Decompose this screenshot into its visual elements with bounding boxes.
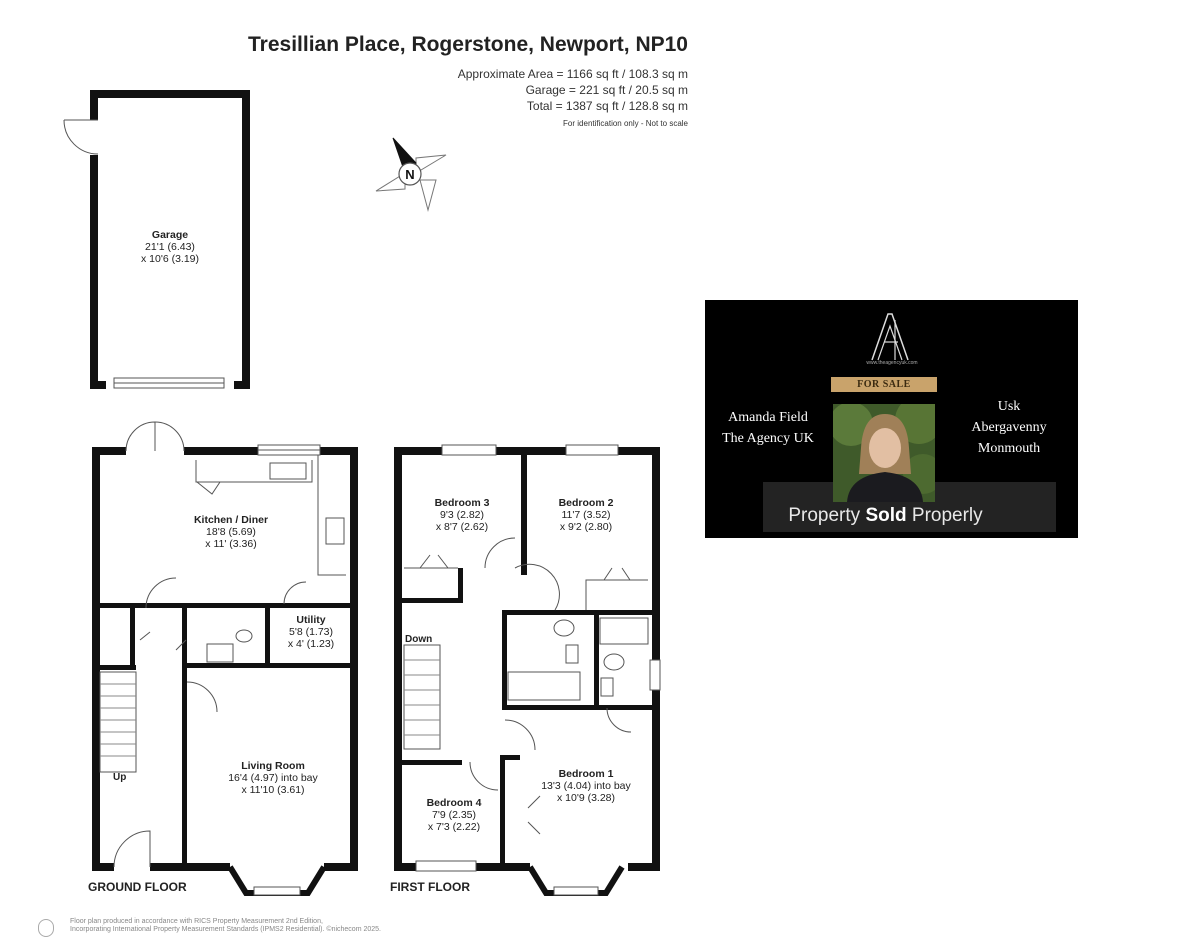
footer-note: Floor plan produced in accordance with R…: [70, 918, 381, 934]
ground-floor-label: GROUND FLOOR: [88, 880, 187, 894]
room-dim: 13'3 (4.04) into bay: [541, 780, 631, 792]
tagline-part: Properly: [911, 505, 983, 526]
room-dim: x 9'2 (2.80): [559, 521, 613, 533]
room-living-room: Living Room 16'4 (4.97) into bay x 11'10…: [228, 760, 318, 796]
agent-photo: [833, 404, 935, 502]
room-kitchen-diner: Kitchen / Diner 18'8 (5.69) x 11' (3.36): [194, 514, 268, 550]
compass-letter: N: [405, 167, 414, 182]
approx-area: Approximate Area = 1166 sq ft / 108.3 sq…: [457, 67, 688, 81]
room-name: Bedroom 2: [558, 497, 614, 509]
town: Abergavenny: [971, 420, 1047, 435]
town-list: Usk Abergavenny Monmouth: [953, 396, 1065, 459]
room-dim: 5'8 (1.73): [288, 626, 334, 638]
room-dim: 16'4 (4.97) into bay: [228, 772, 318, 784]
tagline: Property Sold Properly: [763, 505, 1008, 527]
agent-name: Amanda Field: [728, 410, 808, 425]
garage-area: Garage = 221 sq ft / 20.5 sq m: [525, 83, 688, 97]
stairs-up-label: Up: [113, 772, 127, 783]
town: Monmouth: [977, 441, 1041, 456]
room-bedroom-1: Bedroom 1 13'3 (4.04) into bay x 10'9 (3…: [541, 768, 631, 804]
agency-advert: www.theagencyuk.com FOR SALE Amanda Fiel…: [705, 300, 1078, 538]
room-garage: Garage 21'1 (6.43) x 10'6 (3.19): [141, 229, 199, 265]
footer-line-2: Incorporating International Property Mea…: [70, 926, 381, 933]
first-floor-label: FIRST FLOOR: [390, 880, 470, 894]
room-dim: x 10'9 (3.28): [556, 792, 616, 804]
room-bedroom-2: Bedroom 2 11'7 (3.52) x 9'2 (2.80): [559, 497, 614, 533]
room-name: Bedroom 4: [426, 797, 482, 809]
room-dim: 9'3 (2.82): [439, 509, 485, 521]
footer-line-1: Floor plan produced in accordance with R…: [70, 918, 323, 925]
room-dim: x 11' (3.36): [205, 538, 257, 550]
room-name: Utility: [296, 614, 326, 626]
room-name: Garage: [151, 229, 189, 241]
room-bedroom-3: Bedroom 3 9'3 (2.82) x 8'7 (2.62): [435, 497, 490, 533]
plan-title: Tresillian Place, Rogerstone, Newport, N…: [248, 33, 688, 56]
first-floor-plan: [394, 444, 661, 896]
room-dim: x 4' (1.23): [287, 638, 335, 650]
room-dim: x 11'10 (3.61): [241, 784, 305, 796]
room-utility: Utility 5'8 (1.73) x 4' (1.23): [288, 614, 334, 650]
disclaimer: For identification only - Not to scale: [563, 119, 688, 128]
room-dim: 21'1 (6.43): [145, 241, 195, 253]
room-name: Living Room: [241, 760, 305, 772]
agency-logo-icon: [871, 313, 909, 361]
rics-logo-icon: [38, 919, 54, 937]
room-name: Bedroom 3: [434, 497, 490, 509]
tagline-part: Property: [788, 505, 861, 526]
room-dim: 18'8 (5.69): [206, 526, 256, 538]
for-sale-badge: FOR SALE: [831, 377, 937, 392]
agency-url: www.theagencyuk.com: [866, 360, 918, 366]
total-area: Total = 1387 sq ft / 128.8 sq m: [526, 99, 688, 113]
room-name: Kitchen / Diner: [193, 514, 269, 526]
stairs-down-label: Down: [405, 634, 433, 645]
room-name: Bedroom 1: [558, 768, 614, 780]
agency-name: The Agency UK: [722, 431, 814, 446]
room-bedroom-4: Bedroom 4 7'9 (2.35) x 7'3 (2.22): [427, 797, 482, 833]
room-dim: x 10'6 (3.19): [140, 253, 200, 265]
compass-icon: N: [375, 137, 447, 212]
tagline-bold: Sold: [865, 505, 907, 526]
room-dim: x 7'3 (2.22): [427, 821, 481, 833]
ground-floor-plan: [92, 421, 358, 896]
room-dim: 11'7 (3.52): [561, 509, 611, 521]
garage-outline: [63, 90, 250, 389]
agent-info: Amanda Field The Agency UK: [713, 407, 823, 449]
room-dim: 7'9 (2.35): [431, 809, 477, 821]
room-dim: x 8'7 (2.62): [435, 521, 489, 533]
town: Usk: [997, 399, 1021, 414]
